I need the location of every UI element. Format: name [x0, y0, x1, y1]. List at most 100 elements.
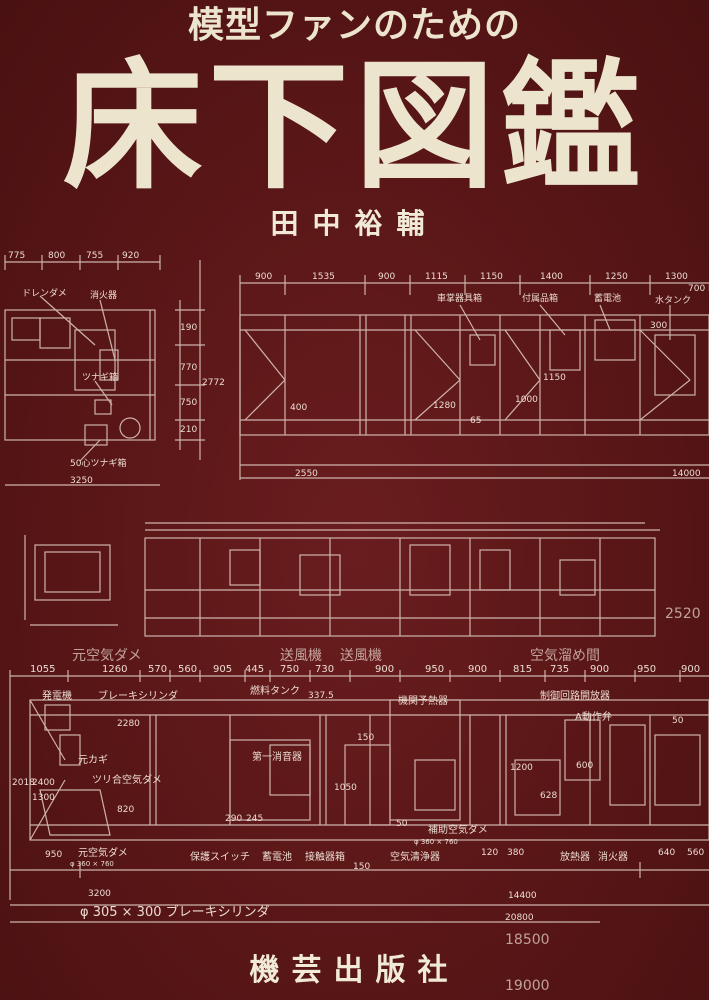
- drawing-annotation: 2772: [202, 378, 225, 388]
- drawing-annotation: 1150: [543, 373, 566, 383]
- drawing-annotation: φ 305 × 300 ブレーキシリンダ: [80, 904, 270, 920]
- drawing-annotation: ツリ合空気ダメ: [92, 773, 162, 786]
- drawing-annotation: 1200: [510, 763, 533, 773]
- drawing-annotation: 空気溜め間: [530, 648, 600, 664]
- drawing-annotation: 14400: [508, 891, 537, 901]
- drawing-annotation: 1400: [540, 272, 563, 282]
- drawing-annotation: 700 L: [688, 284, 709, 294]
- drawing-annotation: 3250: [70, 476, 93, 486]
- drawing-annotation: 950: [425, 664, 444, 675]
- drawing-annotation: 445: [245, 664, 264, 675]
- drawing-annotation: 1055: [30, 664, 55, 675]
- drawing-annotation: 775: [8, 251, 25, 261]
- drawing-annotation: 元空気ダメ: [78, 846, 128, 859]
- drawing-annotation: 1115: [425, 272, 448, 282]
- drawing-annotation: 628: [540, 791, 557, 801]
- drawing-annotation: 560: [178, 664, 197, 675]
- book-publisher: 機芸出版社: [249, 953, 460, 988]
- drawing-annotation: 815: [513, 664, 532, 675]
- drawing-annotation: 50: [396, 819, 408, 829]
- drawing-annotation: 第一消音器: [252, 750, 302, 763]
- drawing-annotation: 空気清浄器: [390, 850, 440, 863]
- drawing-annotation: ドレンダメ: [22, 287, 67, 299]
- drawing-annotation: 車掌器具箱: [437, 292, 482, 304]
- drawing-annotation: 750: [180, 398, 197, 408]
- drawing-annotation: 2018: [12, 778, 35, 788]
- drawing-annotation: 接触器箱: [305, 850, 345, 863]
- drawing-annotation: ブレーキシリンダ: [98, 689, 178, 702]
- drawing-annotation: 1535: [312, 272, 335, 282]
- drawing-annotation: 210: [180, 425, 197, 435]
- drawing-annotation: 元カギ: [78, 754, 108, 766]
- drawing-annotation: 150: [353, 862, 370, 872]
- drawing-annotation: 300: [650, 321, 667, 331]
- drawing-annotation: 2550: [295, 469, 318, 479]
- drawing-annotation: 800: [48, 251, 65, 261]
- drawing-annotation: 燃料タンク: [250, 684, 300, 697]
- drawing-annotation: 905: [213, 664, 232, 675]
- drawing-annotation: 1250: [605, 272, 628, 282]
- drawing-annotation: 付属品箱: [522, 292, 558, 304]
- drawing-annotation: 放熱器: [560, 850, 590, 863]
- drawing-annotation: 150: [357, 733, 374, 743]
- drawing-annotation: 600: [576, 761, 593, 771]
- drawing-annotation: 送風機: [340, 648, 382, 664]
- drawing-annotation: 蓄電池: [262, 850, 292, 863]
- drawing-annotation: 900: [590, 664, 609, 675]
- drawing-annotation: 14000: [672, 469, 701, 479]
- drawing-annotation: 735: [550, 664, 569, 675]
- drawing-annotation: 900: [468, 664, 487, 675]
- book-author: 田中裕輔: [270, 207, 439, 240]
- drawing-annotation: 65: [470, 416, 481, 426]
- drawing-annotation: 送風機: [280, 648, 322, 664]
- drawing-annotation: 920: [122, 251, 139, 261]
- drawing-annotation: 消火器: [90, 289, 117, 301]
- drawing-annotation: 400: [290, 403, 307, 413]
- drawing-annotation: 820: [117, 805, 134, 815]
- drawing-annotation: 蓄電池: [594, 292, 621, 304]
- drawing-annotation: 1300: [665, 272, 688, 282]
- drawing-annotation: 元空気ダメ: [72, 648, 142, 664]
- drawing-annotation: 20800: [505, 913, 534, 923]
- drawing-annotation: 18500: [505, 932, 550, 948]
- drawing-annotation: 1050: [334, 783, 357, 793]
- drawing-annotation: 制御回路開放器: [540, 689, 610, 702]
- drawing-annotation: 発電機: [42, 689, 72, 702]
- drawing-annotation: 水タンク: [655, 294, 691, 306]
- book-title: 床下図鑑: [62, 45, 647, 209]
- drawing-annotation: 50: [672, 716, 684, 726]
- drawing-annotation: 2280: [117, 719, 140, 729]
- drawing-annotation: 保護スイッチ: [190, 850, 250, 863]
- drawing-annotation: 245: [246, 814, 263, 824]
- drawing-annotation: 2520: [665, 606, 701, 622]
- drawing-annotation: 337.5: [308, 691, 334, 701]
- drawing-annotation: 900: [375, 664, 394, 675]
- drawing-annotation: 770: [180, 363, 197, 373]
- drawing-annotation: φ 360 × 760: [414, 838, 458, 846]
- drawing-annotation: 755: [86, 251, 103, 261]
- drawing-annotation: 560: [687, 848, 704, 858]
- drawing-annotation: 900: [255, 272, 272, 282]
- drawing-annotation: 2400: [32, 778, 55, 788]
- drawing-annotation: 380: [507, 848, 524, 858]
- drawing-annotation: 730: [315, 664, 334, 675]
- drawing-annotation: 19000: [505, 978, 550, 994]
- drawing-annotation: 1280: [433, 401, 456, 411]
- drawing-annotation: 1000: [515, 395, 538, 405]
- drawing-annotation: 1150: [480, 272, 503, 282]
- drawing-annotation: 190: [180, 323, 197, 333]
- drawing-annotation: 50心ツナギ箱: [70, 457, 126, 469]
- drawing-annotation: A動作弁: [575, 710, 612, 723]
- drawing-annotation: 290: [225, 814, 242, 824]
- drawing-annotation: ツナギ箱: [82, 371, 118, 383]
- drawing-annotation: 1300: [32, 793, 55, 803]
- drawing-annotation: 750: [280, 664, 299, 675]
- drawing-annotation: 950: [637, 664, 656, 675]
- drawing-annotation: 900: [378, 272, 395, 282]
- drawing-annotation: 570: [148, 664, 167, 675]
- drawing-annotation: 補助空気ダメ: [428, 823, 488, 836]
- drawing-annotation: 900: [681, 664, 700, 675]
- book-subtitle: 模型ファンのための: [187, 5, 521, 46]
- drawing-annotation: 1260: [102, 664, 127, 675]
